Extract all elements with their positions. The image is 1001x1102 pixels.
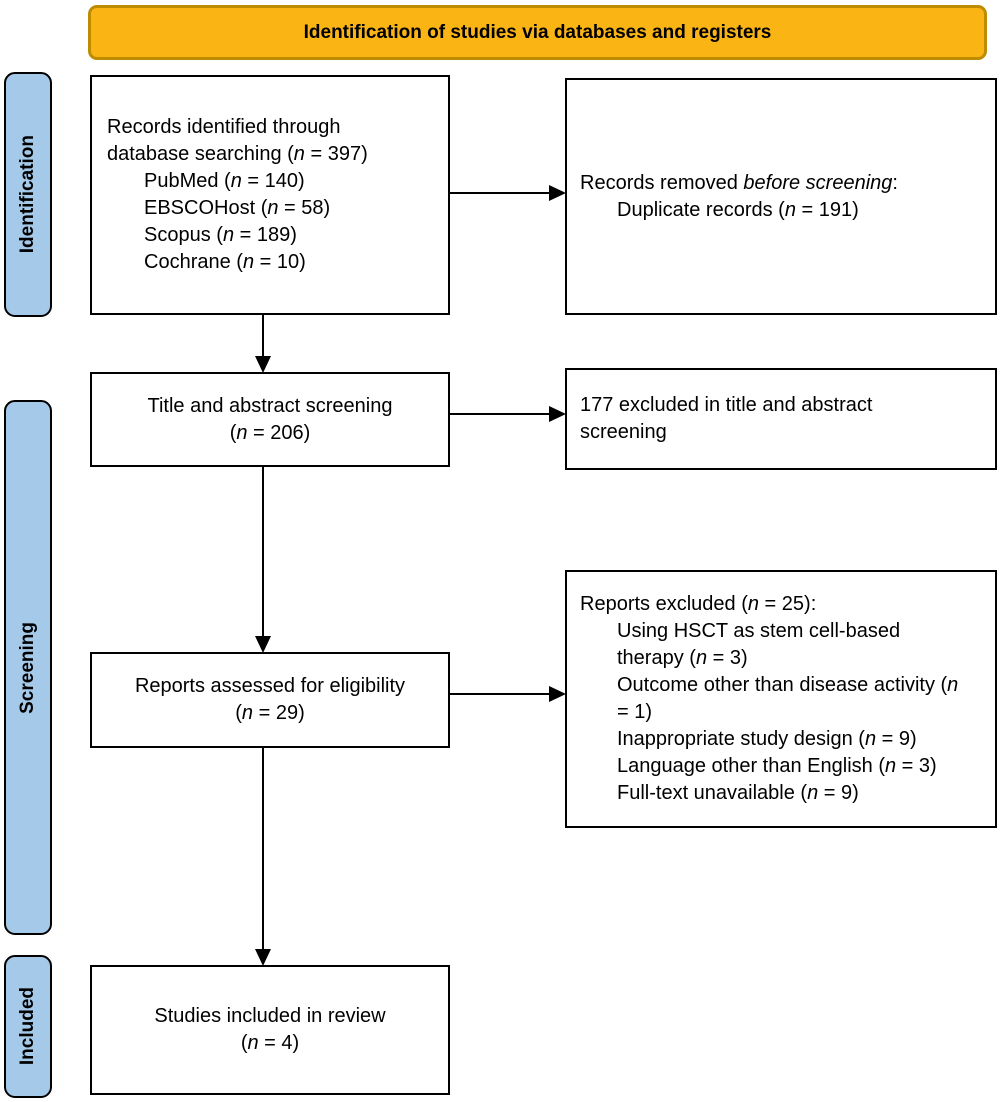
studies-included-line1: Studies included in review — [154, 1005, 386, 1027]
arrowhead-down-icon — [255, 636, 271, 653]
stage-label-screening: Screening — [17, 621, 38, 714]
stage-bar-screening: Screening — [4, 400, 52, 935]
arrowhead-right-icon — [549, 185, 566, 201]
stage-label-identification: Identification — [17, 135, 38, 254]
stage-label-included: Included — [17, 987, 38, 1066]
records-identified-line2: database searching (n = 397) — [107, 143, 368, 165]
records-removed-duplicates: Duplicate records (n = 191) — [617, 198, 859, 221]
box-reports-assessed: Reports assessed for eligibility (n = 29… — [90, 652, 450, 748]
arrowhead-down-icon — [255, 356, 271, 373]
title-abstract-count: (n = 206) — [229, 421, 311, 444]
stage-bar-identification: Identification — [4, 72, 52, 317]
records-identified-item-pubmed: PubMed (n = 140) — [144, 170, 305, 192]
arrow-shaft — [262, 748, 264, 952]
records-identified-item-scopus: Scopus (n = 189) — [144, 224, 297, 246]
arrow-shaft — [262, 467, 264, 639]
title-abstract-line1: Title and abstract screening — [147, 394, 393, 417]
reports-excluded-item-hsct: Using HSCT as stem cell-based therapy (n… — [617, 620, 901, 669]
arrowhead-right-icon — [549, 686, 566, 702]
box-studies-included: Studies included in review (n = 4) — [90, 965, 450, 1095]
box-records-identified: Records identified through database sear… — [90, 75, 450, 315]
arrow-shaft — [262, 315, 264, 358]
box-records-removed: Records removed before screening: Duplic… — [565, 78, 997, 315]
arrow-shaft — [450, 413, 551, 415]
records-identified-item-cochrane: Cochrane (n = 10) — [144, 251, 306, 273]
records-removed-line1: Records removed before screening: — [580, 171, 898, 194]
reports-excluded-item-language: Language other than English (n = 3) — [617, 755, 937, 777]
reports-excluded-item-design: Inappropriate study design (n = 9) — [617, 728, 917, 750]
arrowhead-down-icon — [255, 949, 271, 966]
excluded-title-abstract-text: 177 excluded in title and abstract scree… — [580, 394, 873, 443]
stage-bar-included: Included — [4, 955, 52, 1098]
reports-assessed-line1: Reports assessed for eligibility — [134, 675, 406, 697]
reports-excluded-header: Reports excluded (n = 25): — [580, 593, 817, 615]
box-reports-excluded: Reports excluded (n = 25): Using HSCT as… — [565, 570, 997, 828]
box-excluded-title-abstract: 177 excluded in title and abstract scree… — [565, 368, 997, 470]
studies-included-count: (n = 4) — [240, 1032, 300, 1054]
reports-excluded-item-fulltext: Full-text unavailable (n = 9) — [617, 782, 859, 804]
box-title-abstract-screening: Title and abstract screening (n = 206) — [90, 372, 450, 467]
arrow-shaft — [450, 192, 551, 194]
records-identified-item-ebscohost: EBSCOHost (n = 58) — [144, 197, 331, 219]
banner: Identification of studies via databases … — [88, 5, 987, 60]
reports-assessed-count: (n = 29) — [235, 702, 305, 724]
arrow-shaft — [450, 693, 551, 695]
reports-excluded-item-outcome: Outcome other than disease activity (n =… — [617, 674, 959, 723]
banner-title: Identification of studies via databases … — [303, 21, 772, 43]
arrowhead-right-icon — [549, 406, 566, 422]
records-identified-line1: Records identified through — [107, 116, 341, 138]
